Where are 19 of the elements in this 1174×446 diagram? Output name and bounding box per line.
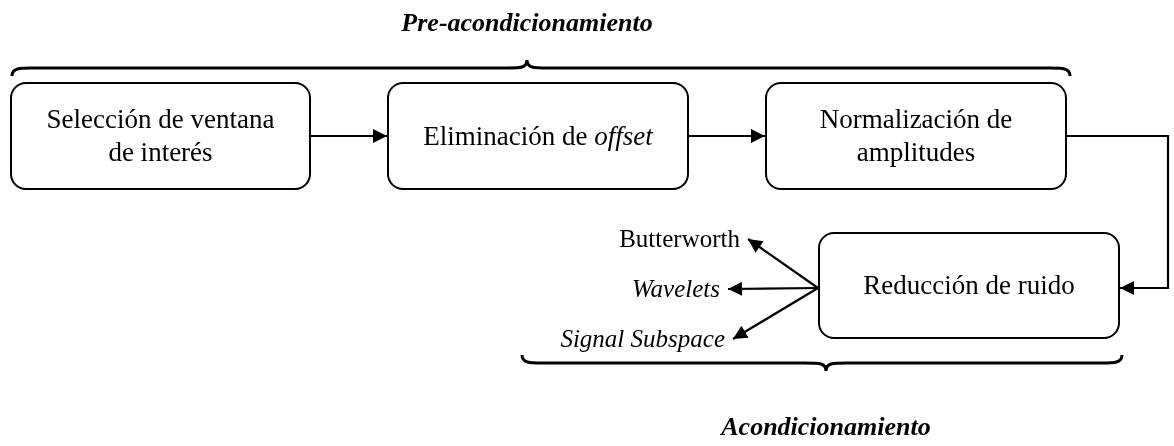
process-box — [387, 82, 689, 190]
arrow — [732, 287, 819, 340]
process-box — [10, 82, 311, 190]
arrow — [747, 238, 819, 289]
method-label: Wavelets — [590, 272, 720, 306]
method-label: Signal Subspace — [520, 322, 725, 356]
box-text: Eliminación de offset — [422, 119, 655, 153]
box-text: Selección de ventana de interés — [45, 103, 276, 169]
arrow — [311, 129, 387, 143]
process-box — [818, 232, 1120, 339]
box-text: Normalización de amplitudes — [818, 103, 1014, 169]
brace-label: Pre-acondicionamiento — [401, 8, 653, 38]
box-text: Reducción de ruido — [862, 269, 1076, 302]
arrow — [1067, 134, 1170, 295]
arrow — [689, 129, 765, 143]
arrow — [728, 281, 818, 296]
method-label: Butterworth — [590, 222, 740, 256]
process-box — [765, 82, 1067, 190]
brace-label: Acondicionamiento — [721, 412, 931, 442]
